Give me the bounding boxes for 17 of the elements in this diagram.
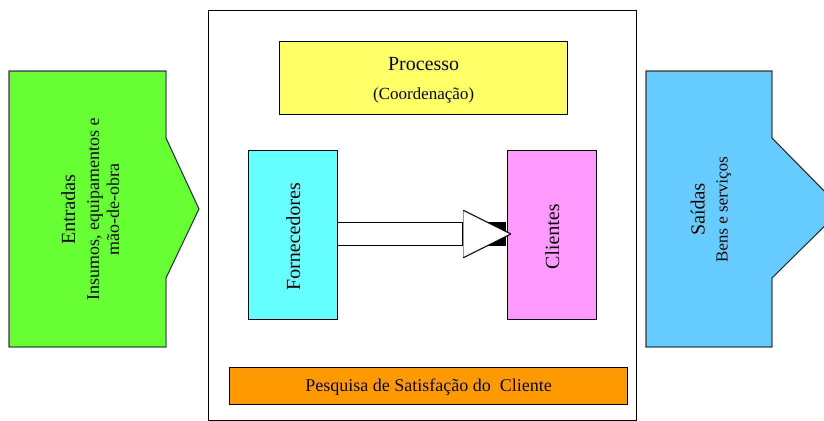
- supplier-box: [248, 150, 338, 320]
- node-subtitle: Bens e serviços: [714, 156, 732, 262]
- process-frame: [208, 10, 637, 421]
- input-arrow: [8, 70, 201, 348]
- node-title: Saídas: [688, 182, 710, 236]
- node-title: Entradas: [58, 174, 80, 244]
- node-title: Clientes: [542, 203, 564, 269]
- node-subtitle: (Coordenação): [372, 84, 474, 104]
- client-box: [507, 150, 597, 320]
- block-arrow: [337, 209, 512, 259]
- output-arrow: [645, 70, 824, 348]
- node-subtitle: Insumos, equipamentos e mão-de-obra: [84, 116, 124, 302]
- node-title: Fornecedores: [283, 182, 305, 290]
- node-title: Processo: [388, 52, 460, 75]
- process-box: [279, 41, 568, 115]
- survey-bar: [229, 367, 628, 405]
- node-title: Pesquisa de Satisfação do Cliente: [305, 376, 552, 396]
